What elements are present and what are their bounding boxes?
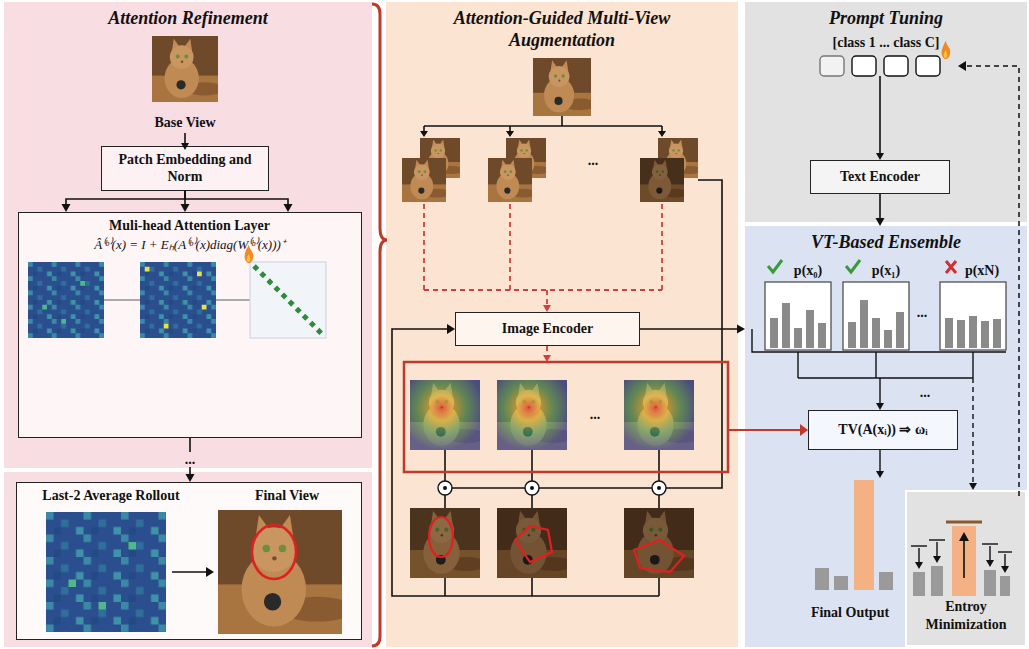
arrowhead — [737, 325, 745, 334]
text-label: Final Output — [811, 605, 889, 620]
attention-maps — [28, 245, 326, 338]
text-label: ... — [920, 385, 931, 400]
text-label: ... — [588, 153, 599, 168]
label-holder: ... — [493, 151, 693, 170]
base-view-image — [152, 36, 225, 102]
process-box: TV(A(xᵢ)) ⇒ ωᵢ — [808, 410, 958, 450]
box-label: Final View — [217, 487, 357, 505]
arrowhead — [186, 474, 195, 482]
label-holder: ... — [495, 405, 695, 424]
rollout-illustration — [46, 510, 354, 634]
label-holder: ... — [130, 450, 250, 469]
text-label: p(xN) — [965, 263, 999, 278]
connector — [185, 191, 293, 213]
box-label: Entroy Minimization — [911, 598, 1021, 633]
bracket — [372, 4, 387, 646]
text-holder: Muli-head Attention Layer — [19, 217, 360, 235]
label-holder: [class 1 ... class C] — [786, 33, 986, 52]
label-holder: ... — [825, 383, 1025, 402]
label-holder: ... — [822, 303, 1022, 322]
text-label: [class 1 ... class C] — [833, 35, 940, 50]
entropy-illustration — [911, 61, 1019, 596]
text-holder: Attention Refinement — [4, 8, 372, 30]
box-label: Â⁽ᵇ⁾(x) = I + Eₕ(A⁽ᵇ⁾(x)diag(W⁽ᵇ⁾(x)))⁺ — [19, 237, 360, 254]
label-holder: Base View — [85, 113, 285, 132]
box-label: Patch Embedding and Norm — [102, 151, 268, 186]
augmentation-illustration — [392, 58, 808, 596]
arrowhead — [62, 204, 71, 212]
connector-line — [879, 194, 881, 220]
label-holder: Final Output — [750, 603, 950, 622]
connector-line — [640, 328, 739, 330]
text-label: ... — [917, 305, 928, 320]
text-label: p(x₀) — [794, 263, 822, 278]
box-label: TV(A(xᵢ)) ⇒ ωᵢ — [838, 421, 927, 439]
panel-title: Attention Refinement — [4, 8, 372, 30]
connector-line — [66, 191, 185, 207]
connector — [640, 325, 745, 334]
arrowhead — [876, 218, 885, 226]
connector — [62, 191, 186, 213]
box-label: Last-2 Average Rollout — [21, 487, 201, 505]
flow-arrow — [181, 133, 189, 150]
rollout-panel — [4, 472, 372, 647]
process-box: Text Encoder — [810, 160, 950, 194]
text-holder: Last-2 Average Rollout — [21, 487, 201, 505]
panel-title: Prompt Tuning — [745, 8, 1027, 30]
final-output-chart — [815, 480, 893, 590]
label-holder: p(xN) — [882, 261, 1029, 280]
text-holder: Attention-Guided Multi-View Augmentation — [402, 8, 722, 51]
box-label: Image Encoder — [502, 320, 593, 338]
text-label: Base View — [154, 115, 215, 130]
connector — [876, 194, 885, 226]
connector-line — [185, 191, 288, 207]
panel-title: VT-Based Ensemble — [745, 232, 1027, 254]
process-box: Patch Embedding and Norm — [101, 146, 269, 191]
edge-label: ... — [182, 452, 199, 467]
arrowhead — [284, 204, 293, 212]
arrowhead — [181, 204, 190, 212]
box-label: Muli-head Attention Layer — [19, 217, 360, 235]
text-holder: Final View — [217, 487, 357, 505]
text-holder: Entroy Minimization — [911, 598, 1021, 633]
text-holder: Â⁽ᵇ⁾(x) = I + Eₕ(A⁽ᵇ⁾(x)diag(W⁽ᵇ⁾(x)))⁺ — [19, 237, 360, 254]
process-box: Image Encoder — [455, 312, 640, 346]
text-label: ... — [590, 407, 601, 422]
box-label: Text Encoder — [840, 168, 920, 186]
text-label: p(x₁) — [872, 263, 900, 278]
prompt-tokens — [820, 41, 950, 160]
text-holder: VT-Based Ensemble — [745, 232, 1027, 254]
prediction-charts — [752, 260, 1006, 490]
panel-title: Attention-Guided Multi-View Augmentation — [402, 8, 722, 51]
text-holder: Prompt Tuning — [745, 8, 1027, 30]
